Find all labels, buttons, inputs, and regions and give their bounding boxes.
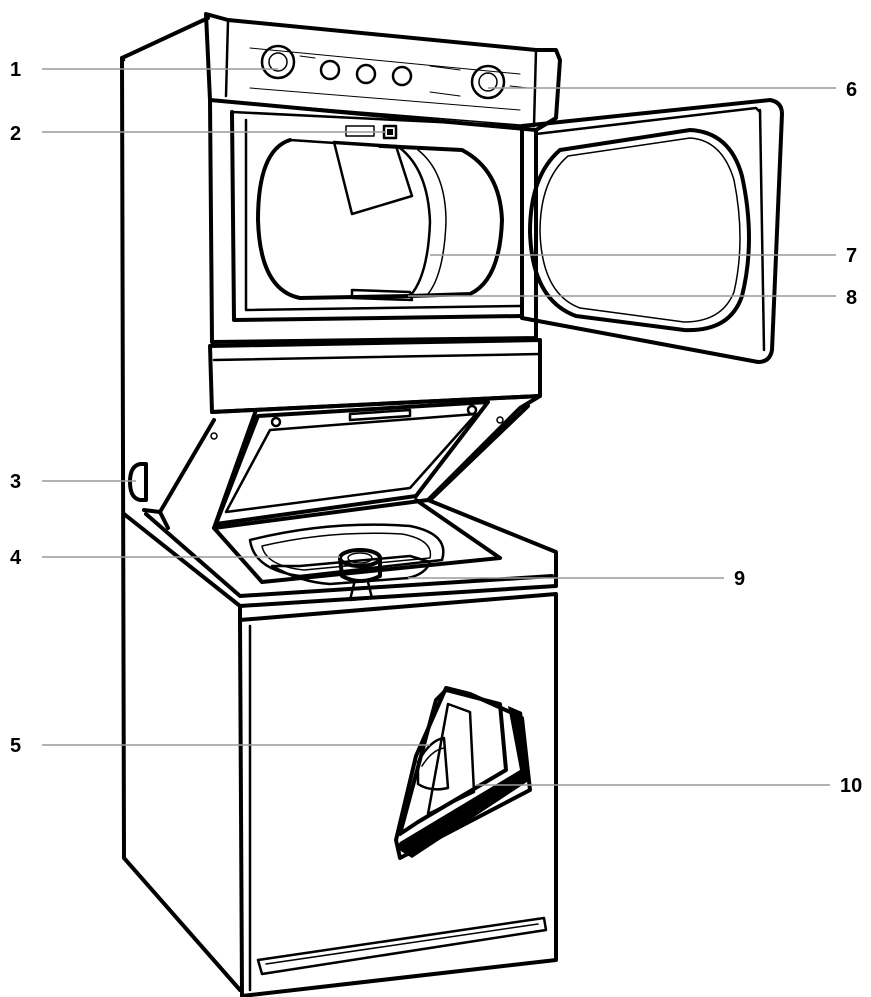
callout-2: 2	[10, 123, 386, 145]
callout-7: 7	[430, 245, 857, 267]
washer-front-panel	[238, 592, 558, 997]
callout-label-1: 1	[10, 59, 21, 81]
dryer-lower-panel	[208, 338, 542, 414]
washer-lid	[158, 394, 542, 530]
washer-kick-grille	[256, 916, 548, 976]
callout-5: 5	[10, 735, 430, 757]
washer-cycle-dial	[470, 64, 506, 100]
callout-label-7: 7	[846, 245, 857, 267]
callout-label-5: 5	[10, 735, 21, 757]
agitator	[338, 548, 382, 602]
dryer-door	[520, 98, 784, 364]
dryer-setting-knobs	[319, 59, 413, 87]
callout-6: 6	[488, 79, 857, 101]
side-fitting	[128, 462, 148, 502]
callout-label-6: 6	[846, 79, 857, 101]
callout-8: 8	[408, 287, 857, 309]
washer-top-panel	[122, 498, 558, 622]
dryer-drum	[256, 138, 504, 300]
dryer-timer-dial	[260, 44, 296, 80]
callout-1: 1	[10, 59, 278, 81]
callout-4: 4	[10, 547, 340, 569]
callout-10: 10	[476, 775, 862, 797]
callout-label-4: 4	[10, 547, 22, 569]
callout-9: 9	[408, 568, 745, 590]
dryer-front-frame	[208, 98, 538, 344]
cabinet-side-panel	[120, 16, 242, 992]
callout-label-8: 8	[846, 287, 857, 309]
callout-label-10: 10	[840, 775, 862, 797]
lint-filter	[332, 140, 414, 216]
door-seal	[350, 288, 414, 302]
dryer-unit	[204, 12, 562, 414]
callout-label-2: 2	[10, 123, 21, 145]
washer-unit	[122, 394, 558, 997]
callout-label-9: 9	[734, 568, 745, 590]
callout-label-3: 3	[10, 471, 21, 493]
callout-3: 3	[10, 471, 136, 493]
washer-access-door	[394, 686, 532, 860]
